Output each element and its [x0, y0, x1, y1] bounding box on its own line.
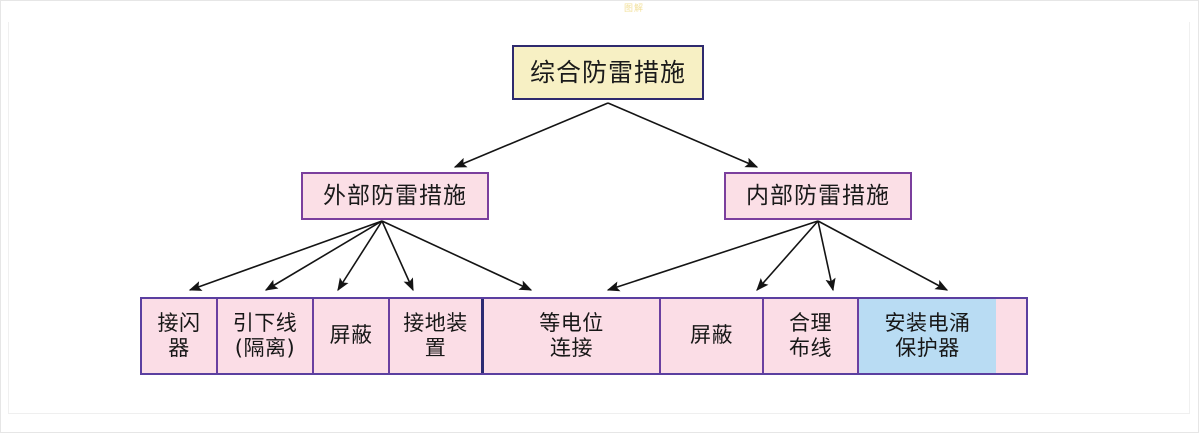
edge-root-to-internal	[607, 102, 759, 168]
leaf-down-conductor[interactable]: 引下线 (隔离)	[218, 299, 314, 373]
leaf-equipotential-bonding[interactable]: 等电位 连接	[484, 299, 661, 373]
edge-external-to-leaf-2	[264, 220, 383, 291]
leaf-earthing-device[interactable]: 接地装 置	[390, 299, 484, 373]
edge-root-to-external	[453, 102, 609, 168]
leaf-shielding-internal[interactable]: 屏蔽	[661, 299, 764, 373]
edge-external-to-leaf-1	[188, 220, 383, 291]
leaf-surge-protective-device[interactable]: 安装电涌 保护器	[859, 299, 996, 373]
node-external-measures[interactable]: 外部防雷措施	[301, 172, 489, 220]
node-internal-measures[interactable]: 内部防雷措施	[724, 172, 912, 220]
edge-internal-to-leaf-2	[756, 220, 819, 291]
edge-external-to-leaf-5	[381, 220, 533, 291]
edge-external-to-leaf-3	[337, 220, 383, 292]
leaf-shielding-external[interactable]: 屏蔽	[314, 299, 390, 373]
edge-internal-to-leaf-3	[817, 220, 836, 292]
leaf-air-termination[interactable]: 接闪 器	[142, 299, 218, 373]
watermark: 图解	[624, 2, 694, 16]
edge-external-to-leaf-4	[381, 220, 414, 292]
leaf-row: 接闪 器 引下线 (隔离) 屏蔽 接地装 置 等电位 连接 屏蔽 合理 布线 安…	[140, 297, 1028, 375]
node-root[interactable]: 综合防雷措施	[512, 45, 704, 100]
leaf-reasonable-wiring[interactable]: 合理 布线	[764, 299, 859, 373]
edge-internal-to-leaf-4	[817, 220, 949, 291]
edge-internal-to-leaf-1	[606, 220, 819, 292]
watermark-mark: 图解	[624, 4, 645, 14]
